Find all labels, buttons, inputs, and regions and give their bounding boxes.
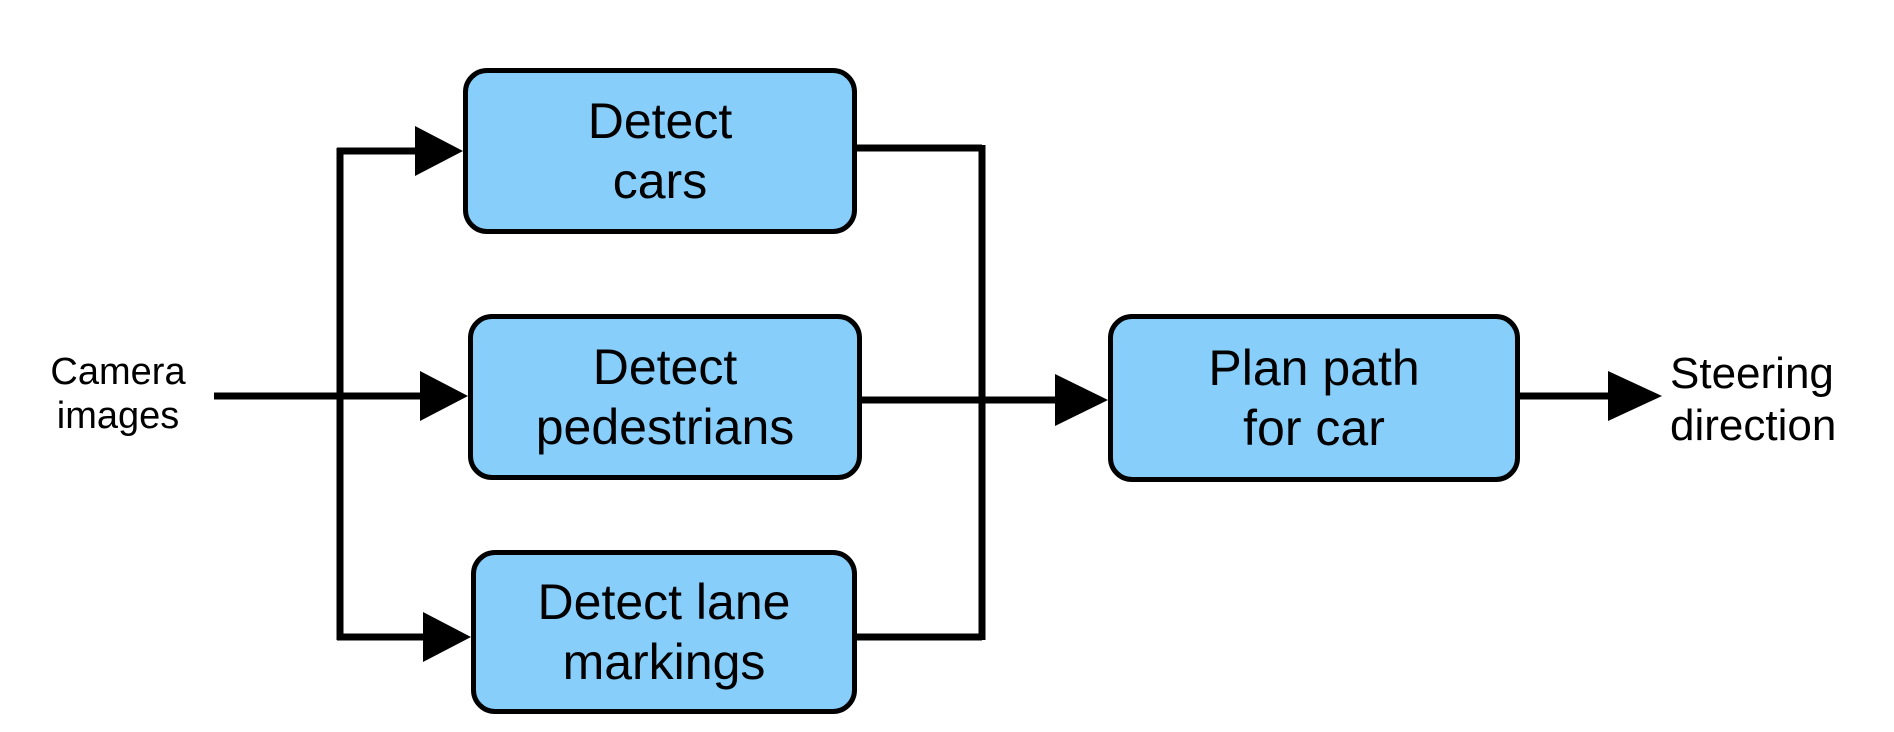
detect-pedestrians-box: Detect pedestrians: [468, 314, 862, 480]
input-label: Camera images: [50, 351, 186, 437]
arrowhead-steering: [1608, 371, 1662, 421]
arrowhead-lanes: [423, 612, 471, 662]
arrowhead-pedestrians: [420, 371, 468, 421]
arrowhead-cars: [415, 126, 463, 176]
arrowhead-plan: [1055, 374, 1108, 426]
output-label: Steering direction: [1670, 349, 1837, 450]
detect-lane-markings-box: Detect lane markings: [471, 550, 857, 714]
plan-path-box: Plan path for car: [1108, 314, 1520, 482]
detect-cars-box: Detect cars: [463, 68, 857, 234]
